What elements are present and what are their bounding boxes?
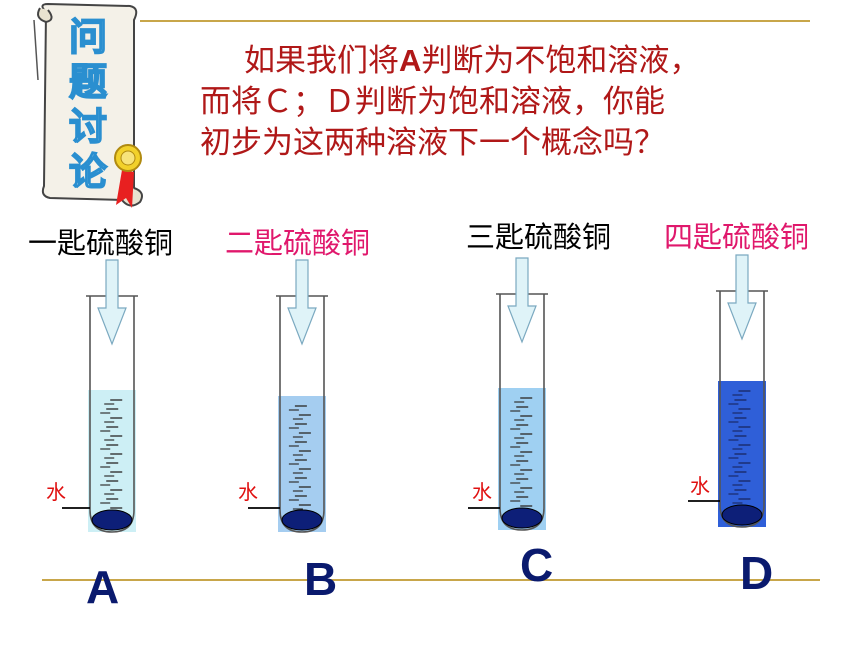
scroll-title-char-2: 题	[69, 60, 107, 104]
down-arrow-icon	[97, 259, 127, 346]
test-tube-a	[62, 259, 138, 533]
water-label-c: 水	[472, 480, 492, 504]
scoop-label-c: 三匙硫酸铜	[466, 220, 612, 254]
crystal-deposit	[281, 509, 323, 531]
tube-letter-a: A	[86, 561, 120, 613]
water-label-b: 水	[238, 480, 258, 504]
question-line-1: 如果我们将A判断为不饱和溶液，	[244, 43, 701, 79]
down-arrow-icon	[287, 259, 317, 346]
tube-outline	[89, 296, 135, 533]
tube-outline	[279, 296, 325, 533]
scroll-banner: 问 题 讨 论	[33, 2, 143, 208]
question-line-3: 初步为这两种溶液下一个概念吗？	[200, 125, 665, 161]
crystal-deposit	[721, 504, 763, 526]
tube-outline	[719, 291, 765, 528]
scroll-title-char-4: 论	[69, 150, 108, 194]
test-tube-d	[688, 254, 768, 528]
tube-letter-c: C	[520, 539, 554, 591]
down-arrow-icon	[727, 254, 757, 341]
tube-letter-d: D	[740, 547, 774, 599]
scoop-label-d: 四匙硫酸铜	[664, 220, 810, 254]
crystal-deposit	[501, 507, 543, 529]
question-text: 如果我们将A判断为不饱和溶液， 而将Ｃ；Ｄ判断为饱和溶液，你能 初步为这两种溶液…	[200, 40, 820, 164]
scroll-title-char-1: 问	[69, 15, 107, 59]
tube-outline	[499, 294, 545, 531]
scroll-title-char-3: 讨	[69, 105, 107, 149]
scoop-label-a: 一匙硫酸铜	[28, 226, 174, 260]
tube-letter-b: B	[304, 553, 338, 605]
question-line-2: 而将Ｃ；Ｄ判断为饱和溶液，你能	[200, 84, 665, 120]
bottom-rule	[42, 579, 820, 581]
test-tube-b	[248, 259, 328, 533]
water-label-d: 水	[690, 474, 710, 498]
test-tube-c	[468, 257, 548, 531]
scoop-label-b: 二匙硫酸铜	[225, 226, 371, 260]
award-ribbon-icon	[114, 144, 142, 208]
top-rule	[140, 20, 810, 22]
crystal-deposit	[91, 509, 133, 531]
water-label-a: 水	[46, 480, 66, 504]
down-arrow-icon	[507, 257, 537, 344]
